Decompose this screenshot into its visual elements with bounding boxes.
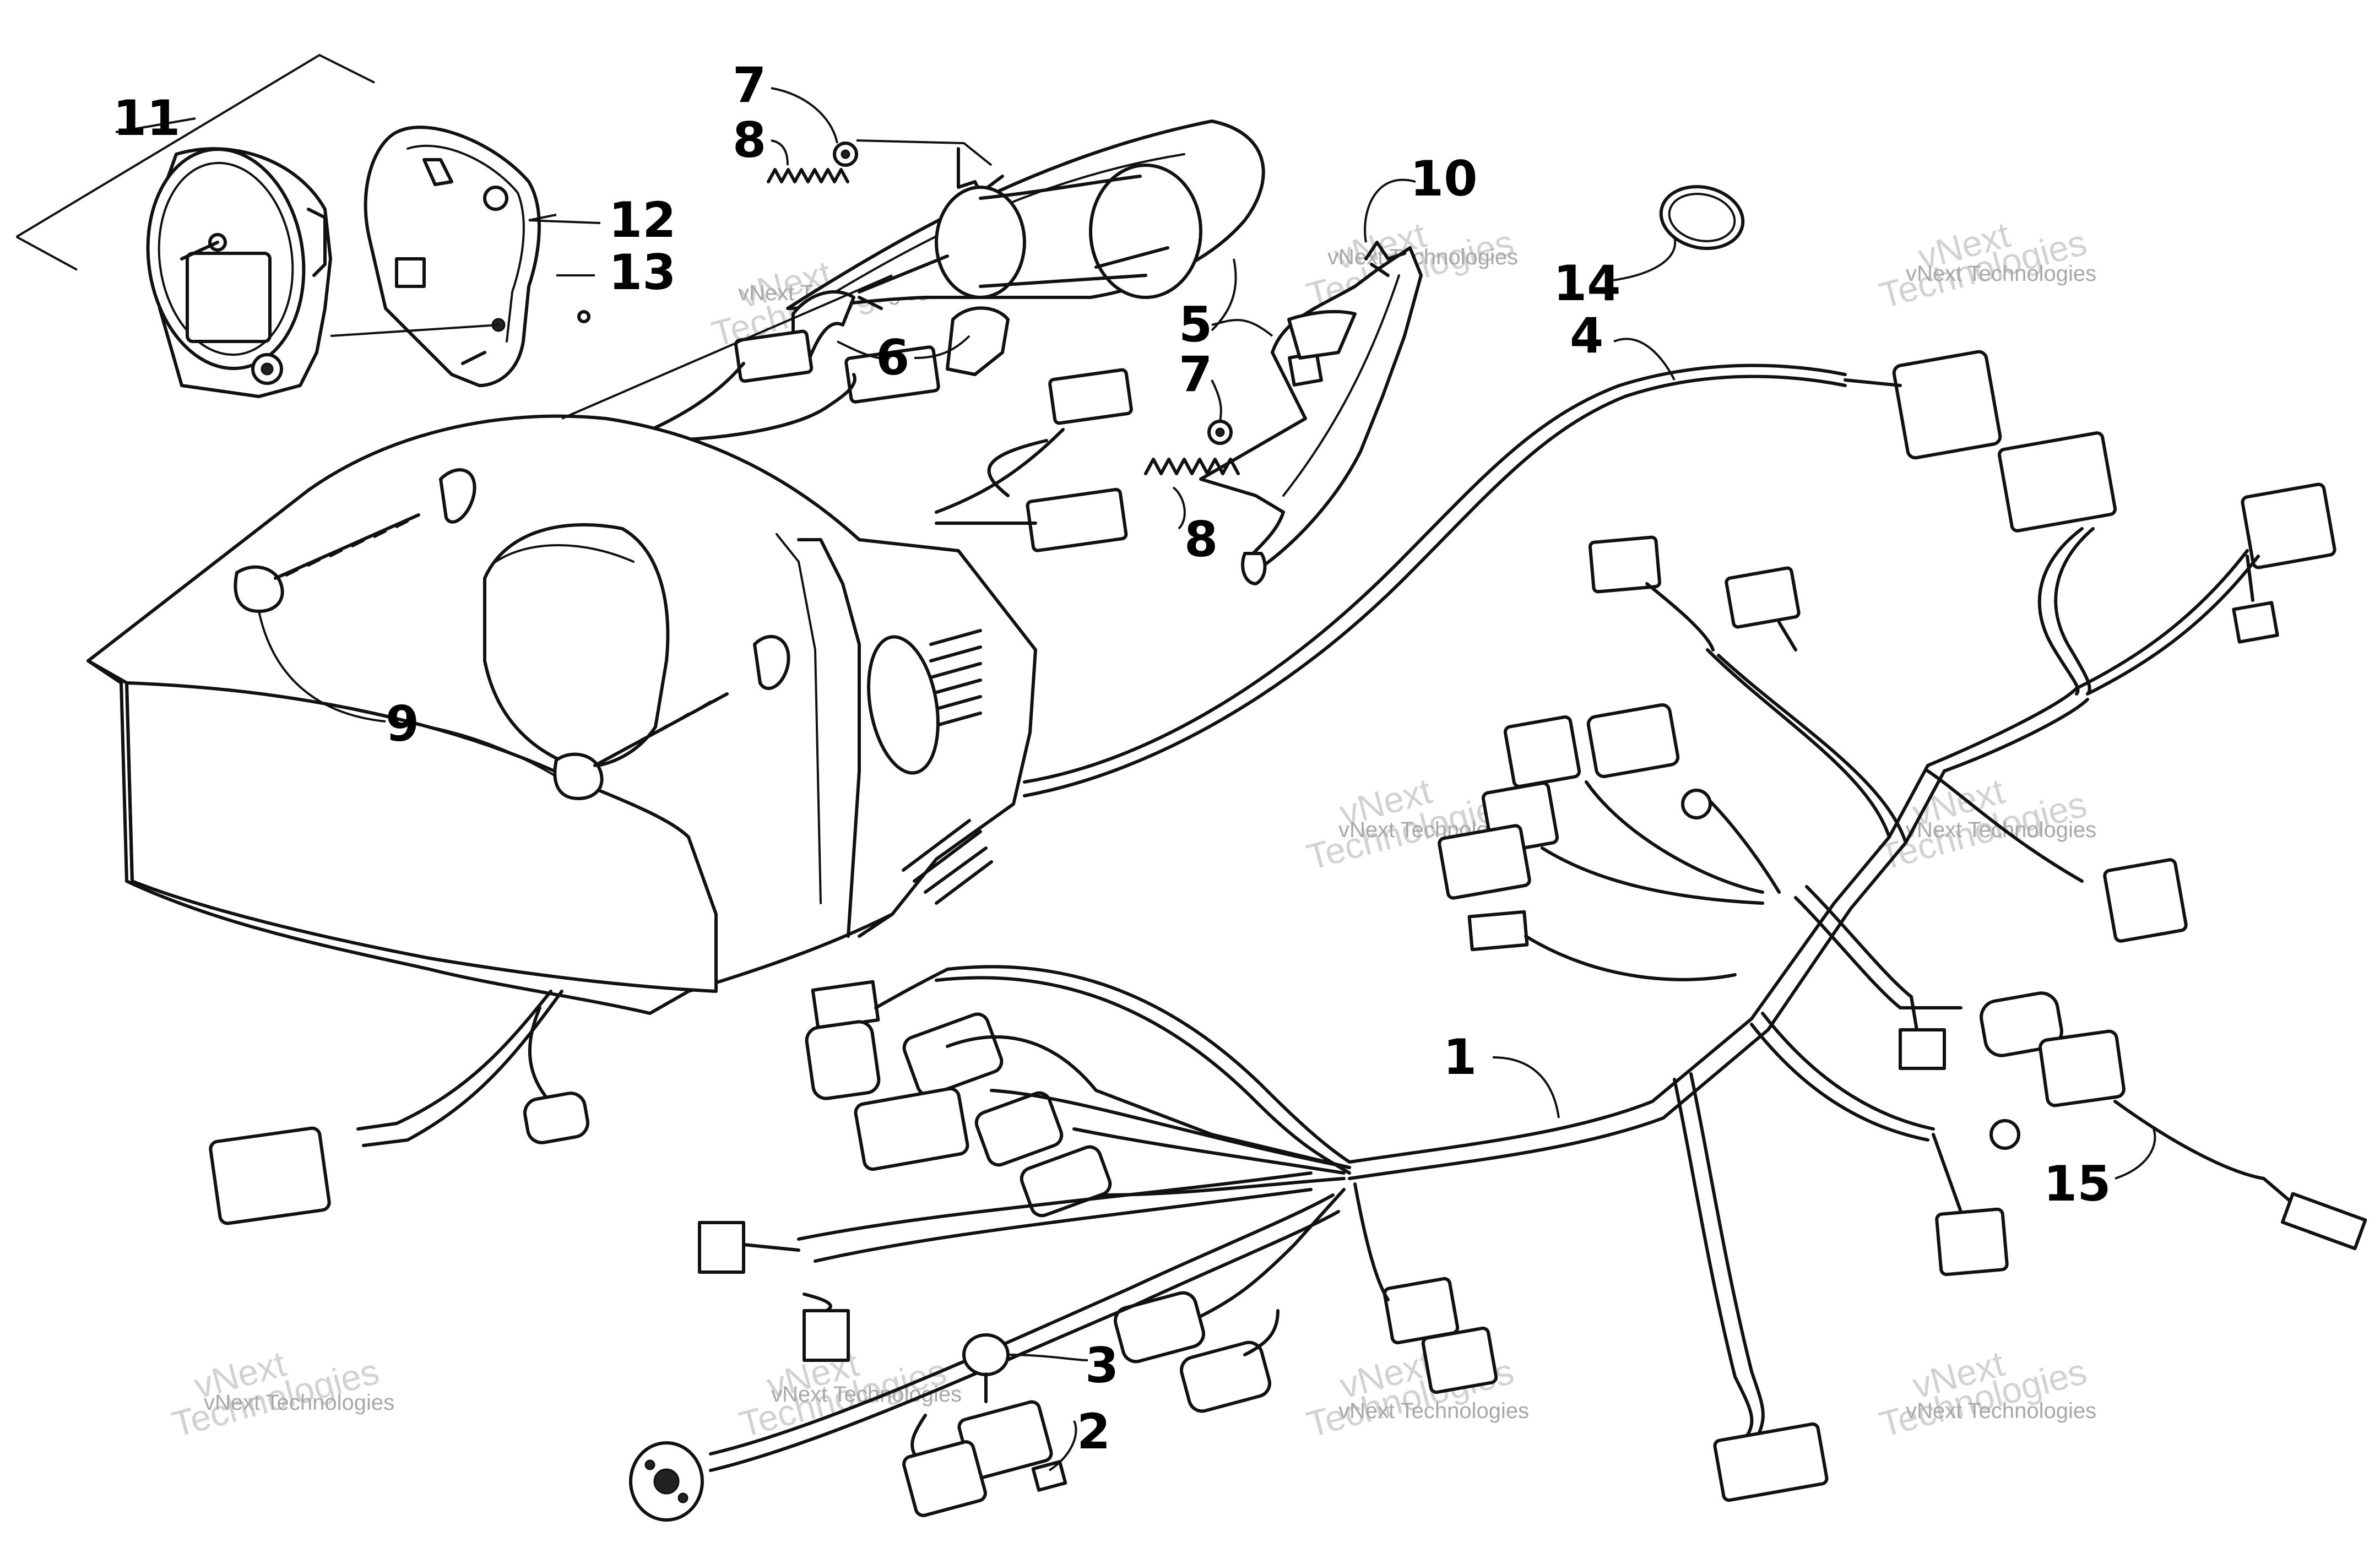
spring-8-lower	[1144, 458, 1240, 475]
callout-6: 6	[876, 329, 909, 386]
bolt-9-right	[553, 692, 729, 800]
harness-left-connectors	[209, 990, 589, 1225]
harness-15-connector	[2039, 1029, 2126, 1107]
watermark-small: vNext Technologies	[1327, 245, 1518, 269]
speedometer-gauge	[146, 147, 332, 398]
ignition-switch	[629, 1441, 704, 1522]
callout-labels: 1 2 3 4 5 6 7 7 8 8 9 10 11 12 13 14 15	[113, 57, 2111, 1460]
clip-ring-14	[1659, 184, 1745, 251]
fuse-2	[1031, 1460, 1067, 1492]
harness-left-connector	[209, 1126, 331, 1225]
callout-11: 11	[113, 90, 180, 146]
harness-1-left-connectors	[629, 965, 1498, 1522]
spring-8-upper	[767, 168, 849, 183]
callout-4: 4	[1570, 307, 1603, 364]
callout-2: 2	[1077, 1403, 1110, 1460]
watermark-small: vNext Technologies	[1906, 1399, 2096, 1423]
callout-12: 12	[609, 192, 676, 248]
callout-7-lower: 7	[1179, 346, 1212, 403]
headlight-connectors	[637, 329, 1133, 552]
callout-11-bracket	[15, 53, 375, 238]
callout-7-upper: 7	[733, 57, 766, 113]
headlight-bulb	[935, 186, 1026, 299]
hood-fairing	[86, 414, 1037, 1015]
callout-15: 15	[2043, 1155, 2111, 1212]
callout-9: 9	[386, 696, 419, 752]
headlight-assembly-upper	[786, 120, 1423, 585]
wire-harness-1	[1348, 535, 2367, 1502]
callout-13: 13	[609, 244, 676, 301]
watermark-small: vNext Technologies	[1906, 818, 2096, 842]
leader-lines	[258, 87, 2156, 1471]
gauge-housing	[364, 126, 541, 387]
washer-7-lower	[1207, 420, 1233, 445]
wire-harness-4	[1023, 350, 2336, 797]
screw-13	[577, 310, 590, 323]
watermark-small: vNext Technologies	[1906, 262, 2096, 286]
callout-5: 5	[1179, 296, 1212, 353]
callout-3: 3	[1085, 1337, 1119, 1394]
watermark-small: vNext Technologies	[204, 1391, 394, 1415]
watermark-small: vNext Technologies	[1338, 1399, 1529, 1423]
fuse-cap-3	[962, 1333, 1010, 1376]
callout-10: 10	[1410, 150, 1477, 207]
harness-4-connector	[1892, 350, 2002, 460]
callout-8-upper: 8	[733, 112, 766, 169]
headlight-bulb	[1089, 164, 1202, 299]
instrument-cluster-group	[15, 53, 590, 398]
callout-1: 1	[1443, 1029, 1477, 1085]
bolt-9-left	[234, 513, 420, 613]
callout-8-lower: 8	[1184, 511, 1218, 568]
washer-7-upper	[833, 142, 858, 167]
callout-14: 14	[1553, 255, 1620, 312]
